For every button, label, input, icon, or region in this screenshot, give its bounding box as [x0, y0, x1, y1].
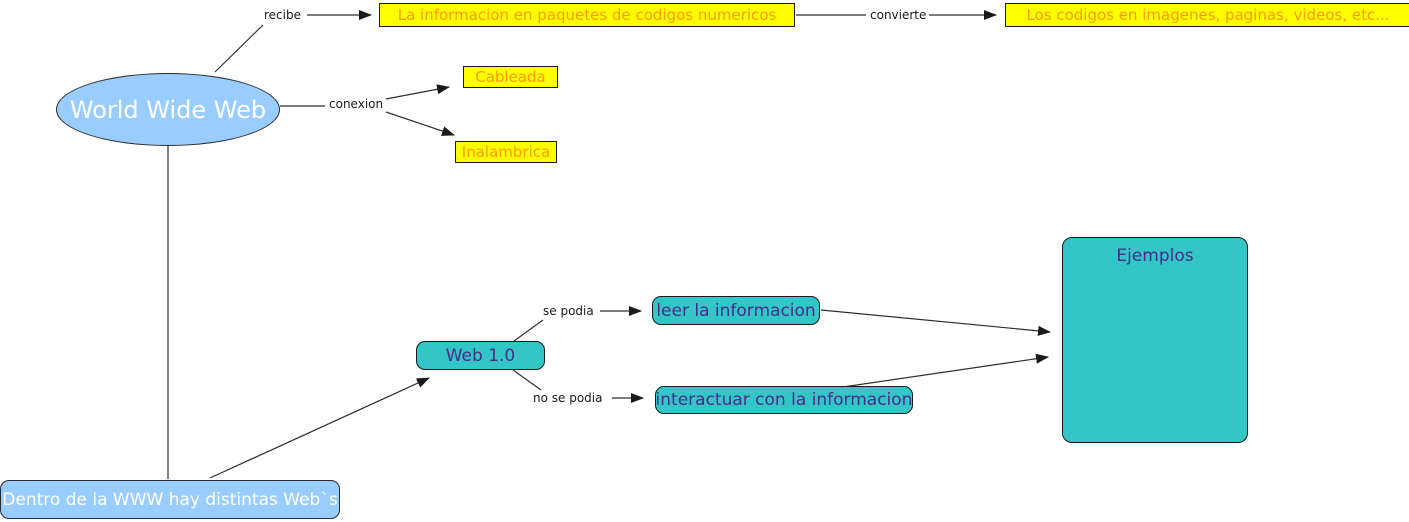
edge-dentro-to-web10 — [209, 377, 430, 479]
edge-interactuar-to-ejemplos — [842, 353, 1049, 388]
edge-web10-to-nosepodia — [512, 369, 542, 391]
edge-label-conexion[interactable]: conexion — [327, 97, 386, 111]
node-ejemplos[interactable]: Ejemplos — [1062, 237, 1248, 443]
edge-www-to-recibe — [214, 24, 264, 73]
edge-conexion-to-cableada — [385, 84, 450, 100]
node-world-wide-web[interactable]: World Wide Web — [56, 73, 280, 146]
edge-conexion-to-inalambrica — [385, 111, 455, 136]
node-informacion-paquetes[interactable]: La informacion en paquetes de codigos nu… — [379, 3, 795, 27]
node-dentro-www-webs[interactable]: Dentro de la WWW hay distintas Web`s — [0, 480, 340, 519]
node-cableada[interactable]: Cableada — [463, 66, 558, 88]
edge-label-convierte[interactable]: convierte — [868, 8, 929, 22]
edge-label-recibe[interactable]: recibe — [262, 8, 303, 22]
node-interactuar-informacion[interactable]: interactuar con la informacion — [655, 386, 913, 414]
node-inalambrica[interactable]: Inalambrica — [455, 141, 557, 163]
node-codigos-imagenes[interactable]: Los codigos en imagenes, paginas, videos… — [1005, 3, 1409, 27]
edge-label-no-se-podia[interactable]: no se podia — [531, 391, 605, 405]
edge-leer-to-ejemplos — [820, 309, 1051, 336]
edge-label-se-podia[interactable]: se podia — [541, 304, 596, 318]
node-leer-informacion[interactable]: leer la informacion — [652, 296, 820, 325]
edge-web10-to-sepodia — [513, 319, 544, 342]
node-web-1-0[interactable]: Web 1.0 — [416, 341, 545, 370]
